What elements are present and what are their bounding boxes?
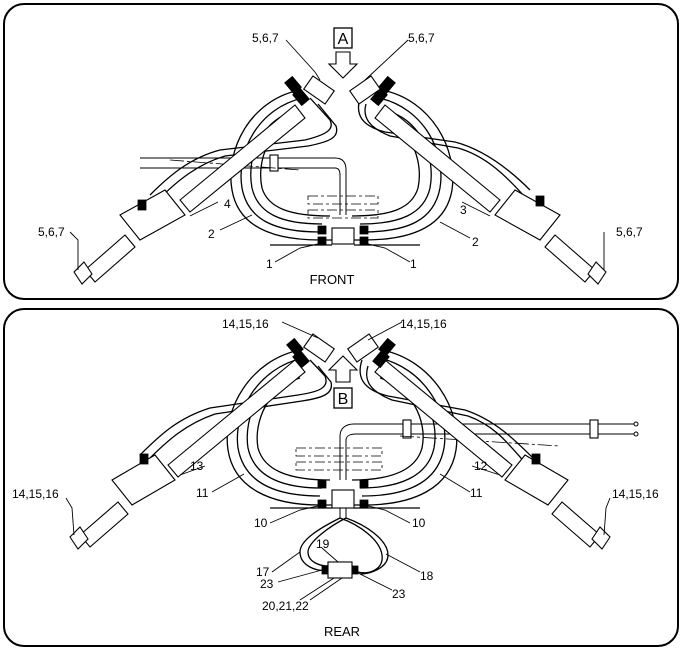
callout-11-right: 11 <box>470 486 483 500</box>
view-marker-b: B <box>338 391 349 408</box>
front-panel: A <box>3 3 679 300</box>
rear-title: REAR <box>324 624 360 639</box>
rear-lower-hoses <box>299 517 389 579</box>
manifold-block <box>327 561 353 579</box>
callout-17: 17 <box>256 565 270 579</box>
callout-11-left: 11 <box>196 486 209 500</box>
callout-5-6-7-top-left: 5,6,7 <box>252 31 279 45</box>
rear-tee-fitting <box>270 479 420 518</box>
callout-2-left: 2 <box>208 227 215 241</box>
callout-5-6-7-mid-left: 5,6,7 <box>38 225 65 239</box>
rear-leaders <box>65 321 611 601</box>
front-leaders <box>69 39 605 270</box>
callout-3: 3 <box>460 203 467 217</box>
view-arrow-up <box>327 355 359 383</box>
callout-1-right: 1 <box>410 257 417 271</box>
callout-14-15-16-top-right: 14,15,16 <box>400 317 447 331</box>
callout-14-15-16-mid-right: 14,15,16 <box>612 487 659 501</box>
callout-14-15-16-top-left: 14,15,16 <box>222 317 269 331</box>
callout-14-15-16-mid-left: 14,15,16 <box>12 487 59 501</box>
view-marker-b-box <box>333 387 353 409</box>
callout-13: 13 <box>190 459 204 473</box>
front-title: FRONT <box>310 272 355 287</box>
callout-4: 4 <box>224 197 231 211</box>
front-tee-fitting <box>270 225 420 246</box>
callout-12: 12 <box>474 459 488 473</box>
view-arrow-down <box>327 51 359 79</box>
callout-20-21-22: 20,21,22 <box>262 599 309 613</box>
front-left-cylinder <box>73 75 336 285</box>
callout-5-6-7-mid-right: 5,6,7 <box>616 225 643 239</box>
callout-2-right: 2 <box>472 235 479 249</box>
callout-23-left: 23 <box>260 577 274 591</box>
callout-10-right: 10 <box>412 516 426 530</box>
view-marker-a: A <box>338 31 349 48</box>
rear-right-cylinder <box>346 333 611 550</box>
rear-panel: B <box>3 308 679 647</box>
rear-left-cylinder <box>69 333 336 550</box>
view-marker-a-box <box>333 27 353 49</box>
callout-18: 18 <box>420 569 434 583</box>
callout-19: 19 <box>316 537 330 551</box>
callout-23-right: 23 <box>392 587 406 601</box>
callout-5-6-7-top-right: 5,6,7 <box>408 31 435 45</box>
callout-10-left: 10 <box>254 516 268 530</box>
front-right-cylinder <box>348 75 607 285</box>
callout-1-left: 1 <box>266 257 273 271</box>
